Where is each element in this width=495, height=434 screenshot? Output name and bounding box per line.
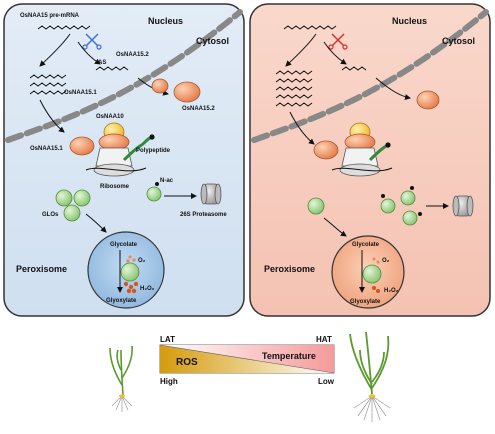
low-label: Low	[318, 377, 335, 386]
cytosol-label-right: Cytosol	[442, 36, 475, 46]
h2o2-dots	[123, 281, 139, 294]
glyoxylate-label: Glyoxylate	[106, 298, 137, 304]
small-rice-plant-icon	[109, 345, 133, 412]
peroxisome-label-right: Peroxisome	[264, 264, 315, 274]
h2o2-label-right: H₂O₂	[384, 288, 399, 294]
o2-label: O₂	[138, 258, 146, 264]
glos-cluster	[55, 189, 91, 222]
glyoxylate-label-right: Glyoxylate	[350, 299, 381, 305]
left-panel: Nucleus Cytosol OsNAA15 pre-mRNA AS OsNA…	[3, 3, 245, 317]
o2-dots	[126, 255, 136, 263]
glo-right	[307, 197, 325, 215]
scissors-icon	[82, 33, 102, 50]
polypeptide-label: Polypeptide	[136, 148, 171, 154]
nac-glos-right	[380, 186, 422, 226]
naa15-2-protein-small	[151, 78, 169, 94]
glycolate-label-right: Glycolate	[352, 242, 380, 248]
naa15-2-mrna	[95, 66, 129, 71]
as-label: AS	[98, 60, 106, 66]
naa15-1-protein	[69, 136, 95, 156]
proteasome-icon	[200, 183, 222, 205]
hat-label: HAT	[316, 335, 332, 344]
naa15-1-protein-label: OsNAA15.1	[30, 146, 63, 152]
naa15-1-mrna-stack-right	[275, 70, 313, 107]
naa15-2-protein-label: OsNAA15.2	[182, 106, 215, 112]
naa15-2-mrna-label: OsNAA15.2	[116, 52, 149, 58]
acetyl-dot	[149, 134, 155, 140]
nucleus-label-right: Nucleus	[392, 16, 427, 26]
pre-mrna-label: OsNAA15 pre-mRNA	[20, 13, 80, 19]
peroxisome-label: Peroxisome	[16, 264, 67, 274]
high-label: High	[160, 377, 178, 386]
large-rice-plant-icon	[349, 331, 391, 422]
right-panel: Nucleus Cytosol	[249, 3, 491, 317]
nuclear-envelope-right	[251, 9, 489, 143]
cytosol-label: Cytosol	[196, 36, 229, 46]
naa15-2-protein	[173, 81, 201, 103]
proteasome-label: 26S Proteasome	[180, 212, 227, 218]
lat-label: LAT	[160, 335, 175, 344]
h2o2-label: H₂O₂	[140, 286, 155, 292]
ribosome-right	[331, 147, 393, 177]
polypeptide-chain	[122, 136, 151, 162]
ribosome-label: Ribosome	[100, 184, 130, 190]
glycolate-label: Glycolate	[110, 242, 138, 248]
naa15-2-protein-right	[416, 90, 440, 110]
nac-label: N-ac	[160, 178, 174, 184]
nuclear-envelope	[5, 9, 243, 143]
glos-label: GLOs	[42, 212, 59, 218]
pre-mrna-strand	[37, 25, 91, 30]
naa10-label: OsNAA10	[96, 114, 124, 120]
scissors-icon-red	[328, 33, 348, 50]
ribosome	[85, 147, 147, 177]
o2-label-right: O₂	[382, 258, 390, 264]
proteasome-icon-right	[452, 195, 474, 217]
naa15-1-mrna-stack	[29, 74, 67, 95]
nucleus-label: Nucleus	[148, 16, 183, 26]
ros-label: ROS	[176, 357, 198, 368]
temperature-label: Temperature	[262, 351, 316, 361]
naa15-1-mrna-label: OsNAA15.1	[64, 90, 97, 96]
nac-glo-protein	[146, 186, 162, 202]
glo-in-peroxisome	[120, 262, 140, 282]
ros-temperature-bar: LAT HAT ROS Temperature High Low	[159, 335, 335, 386]
